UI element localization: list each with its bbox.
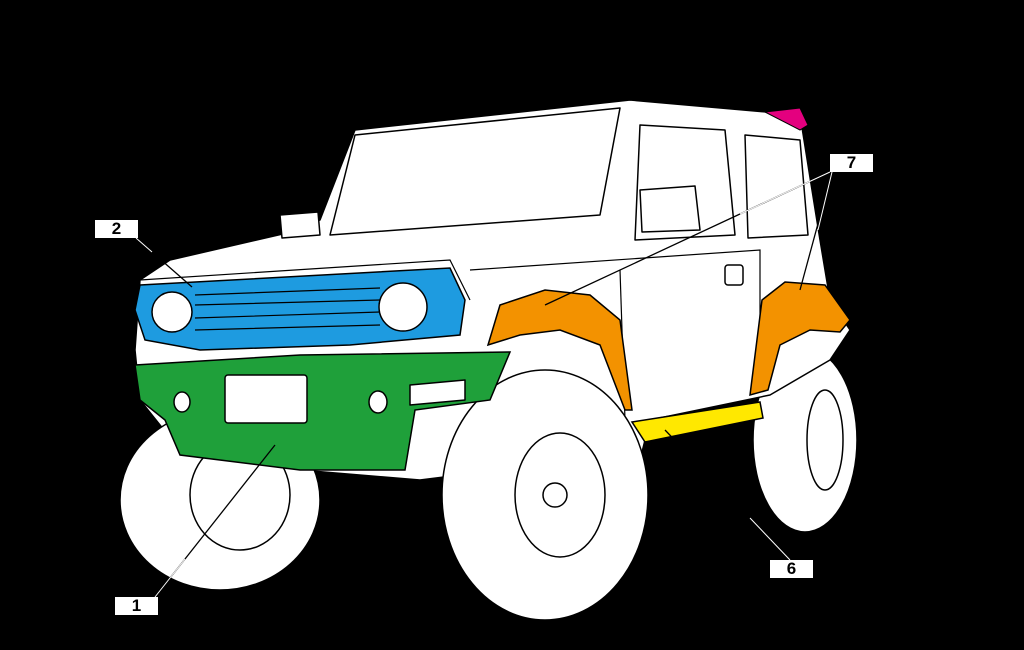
front-bumper-part-1: [134, 351, 512, 471]
fender-flare-part-7: [486, 281, 851, 411]
front-grille-part-2: [134, 267, 466, 351]
callout-label-1: 1: [115, 597, 158, 615]
callout-label-2: 2: [95, 220, 138, 238]
roof-spoiler-part: [763, 107, 809, 131]
rear-wheel: [752, 347, 858, 533]
front-right-wheel: [441, 369, 649, 621]
side-step-part-6: [630, 401, 764, 443]
callout-label-7: 7: [830, 154, 873, 172]
callout-label-6: 6: [770, 560, 813, 578]
